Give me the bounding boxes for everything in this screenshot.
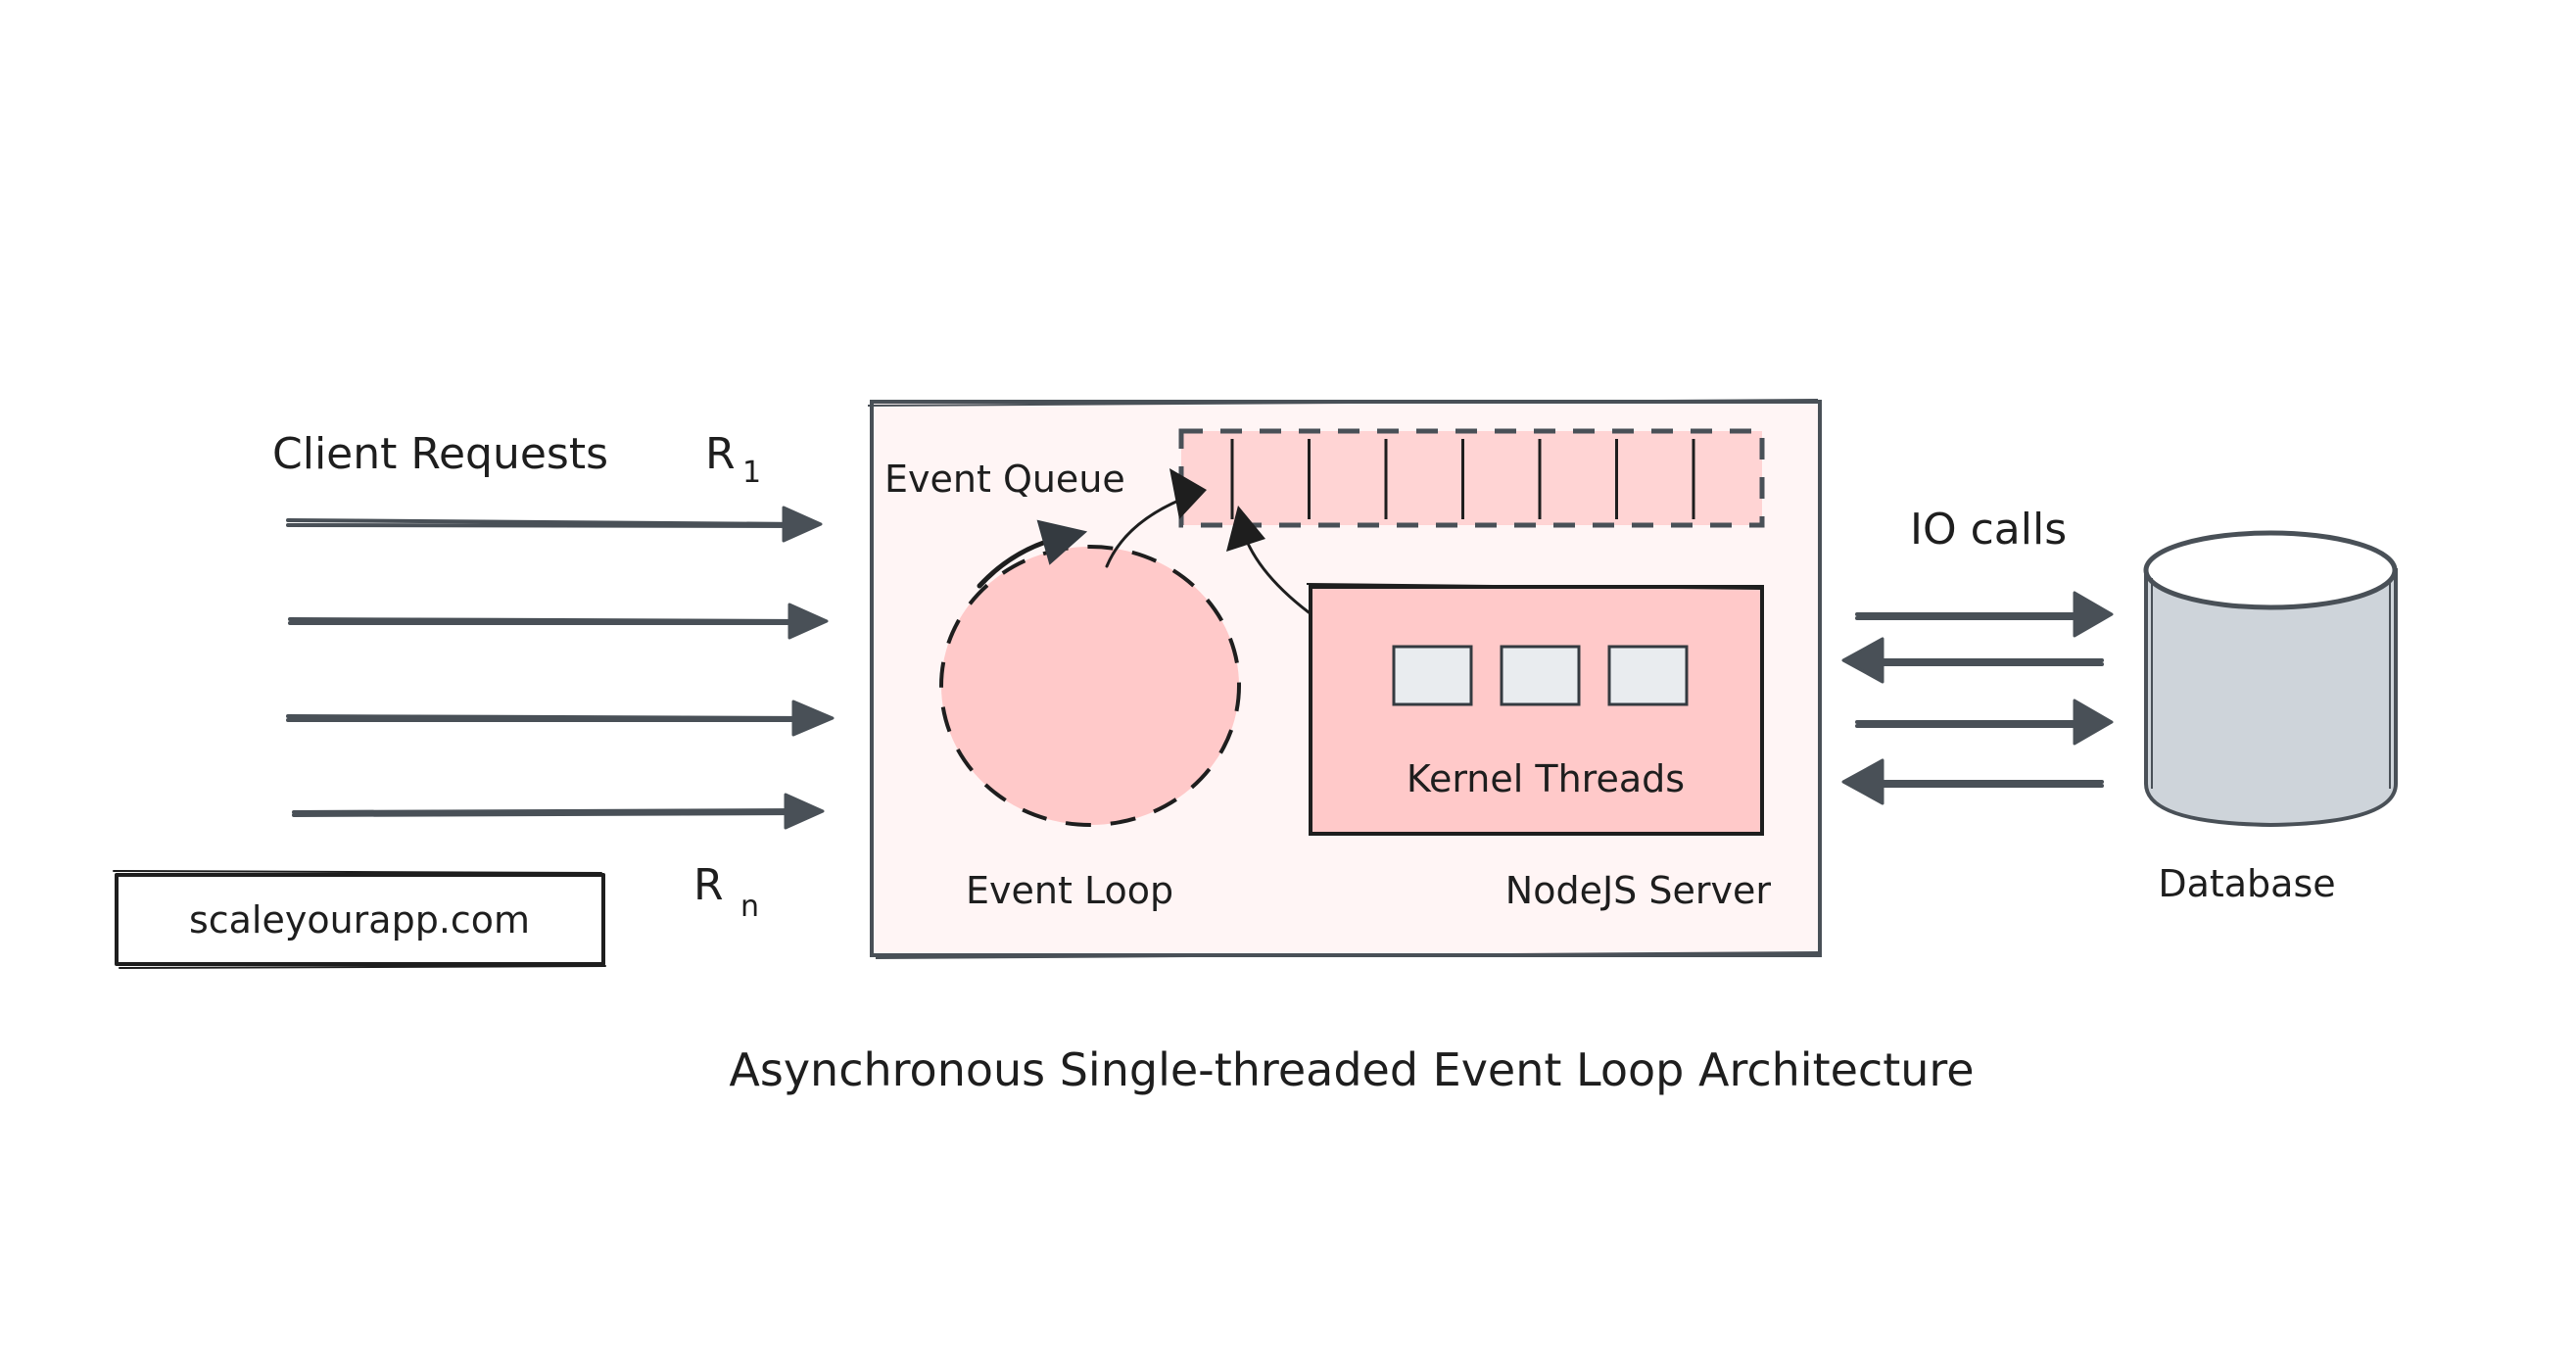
database-cylinder: Database — [2143, 530, 2398, 905]
event-queue — [1178, 428, 1765, 528]
client-requests-label: Client Requests — [272, 429, 608, 479]
client-requests-group: Client Requests R 1 R n — [272, 429, 835, 924]
request-arrow — [292, 793, 825, 830]
io-calls-group: IO calls — [1841, 505, 2114, 805]
diagram-title: Asynchronous Single-threaded Event Loop … — [729, 1043, 1974, 1096]
io-arrow-from-database — [1841, 758, 2104, 805]
nodejs-server-label: NodeJS Server — [1505, 869, 1772, 912]
watermark-box: scaleyourapp.com — [113, 870, 606, 969]
request-arrow — [286, 506, 823, 543]
loop-to-queue-arrow — [1105, 468, 1207, 568]
io-arrow-from-database — [1841, 637, 2104, 684]
watermark-text: scaleyourapp.com — [189, 898, 530, 942]
kernel-threads-label: Kernel Threads — [1407, 757, 1685, 800]
request-first-letter: R — [705, 429, 736, 479]
io-calls-label: IO calls — [1910, 505, 2067, 555]
request-arrow — [288, 603, 829, 640]
loop-arrow-head — [1036, 519, 1088, 565]
request-last-letter: R — [693, 860, 724, 910]
nodejs-server-box: Event Queue Event Loop Kernel Threa — [867, 399, 1823, 959]
kernel-thread-slot — [1500, 645, 1581, 706]
request-arrow — [286, 700, 835, 737]
kernel-threads-box: Kernel Threads — [1306, 583, 1764, 836]
kernel-thread-slot — [1607, 645, 1689, 706]
event-loop-label: Event Loop — [966, 869, 1173, 912]
event-loop: Event Loop — [939, 519, 1241, 912]
io-arrow-to-database — [1855, 591, 2114, 638]
event-queue-label: Event Queue — [884, 458, 1125, 501]
request-first-subscript: 1 — [742, 456, 761, 490]
kernel-thread-slot — [1392, 645, 1473, 706]
io-arrow-to-database — [1855, 699, 2114, 746]
request-last-subscript: n — [740, 890, 759, 924]
io-arrows — [1841, 591, 2114, 805]
kernel-thread-slots — [1392, 645, 1689, 706]
queue-dividers — [1230, 439, 1695, 519]
database-label: Database — [2158, 862, 2335, 905]
